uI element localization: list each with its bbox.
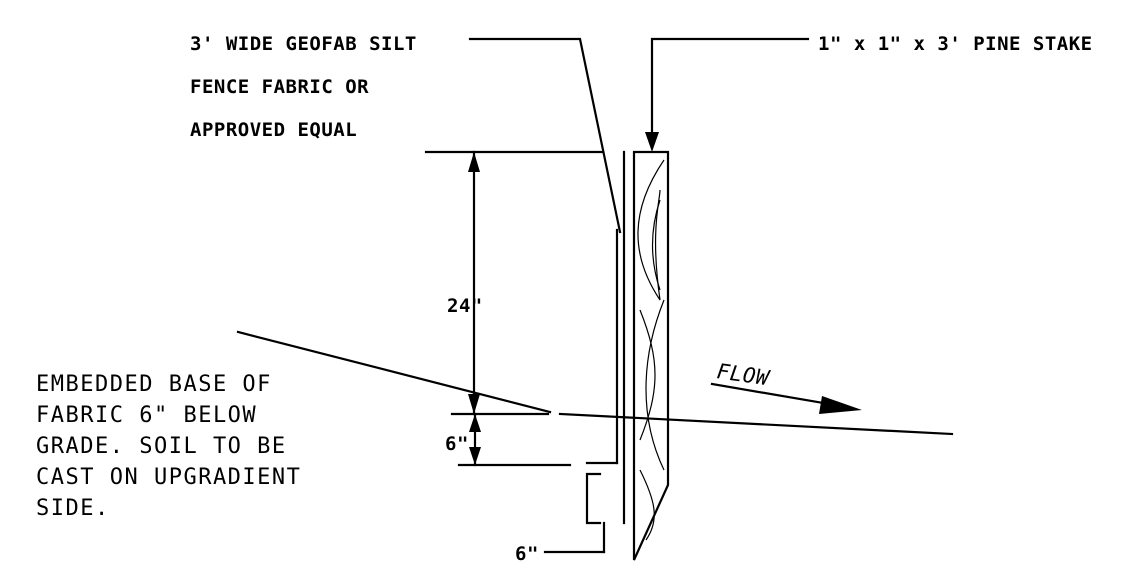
fabric-label-line-2: FENCE FABRIC OR	[190, 76, 369, 98]
embed-note-line-3: GRADE. SOIL TO BE	[36, 434, 287, 459]
pine-stake	[632, 150, 670, 561]
geofab-fabric	[585, 150, 626, 525]
dim-6-toe-label: 6"	[515, 543, 539, 565]
embed-note-line-4: CAST ON UPGRADIENT	[36, 465, 301, 490]
dim-6-depth: 6"	[445, 412, 572, 467]
embed-note-line-1: EMBEDDED BASE OF	[36, 372, 272, 397]
fabric-label-line-1: 3' WIDE GEOFAB SILT	[190, 33, 417, 55]
grade-line	[236, 330, 954, 436]
stake-leader-arrowhead	[645, 132, 659, 152]
dim-6-depth-label: 6"	[445, 433, 469, 455]
fabric-label: 3' WIDE GEOFAB SILT FENCE FABRIC OR APPR…	[190, 33, 417, 141]
embed-note-line-5: SIDE.	[36, 496, 110, 521]
flow-arrowhead	[819, 396, 862, 414]
stake-label: 1" x 1" x 3' PINE STAKE	[818, 33, 1093, 55]
fabric-label-line-3: APPROVED EQUAL	[190, 119, 357, 141]
dim-24-height: 24"	[424, 150, 605, 416]
embedded-fabric-toe	[543, 472, 606, 554]
wood-grain	[637, 159, 665, 301]
flow-arrow-shaft	[710, 382, 837, 407]
embed-note-line-2: FABRIC 6" BELOW	[36, 403, 257, 428]
fabric-leader-line	[468, 37, 622, 234]
dim-24-label: 24"	[447, 295, 483, 317]
embedded-base-note: EMBEDDED BASE OF FABRIC 6" BELOW GRADE. …	[36, 372, 301, 521]
stake-leader-line	[650, 37, 810, 142]
